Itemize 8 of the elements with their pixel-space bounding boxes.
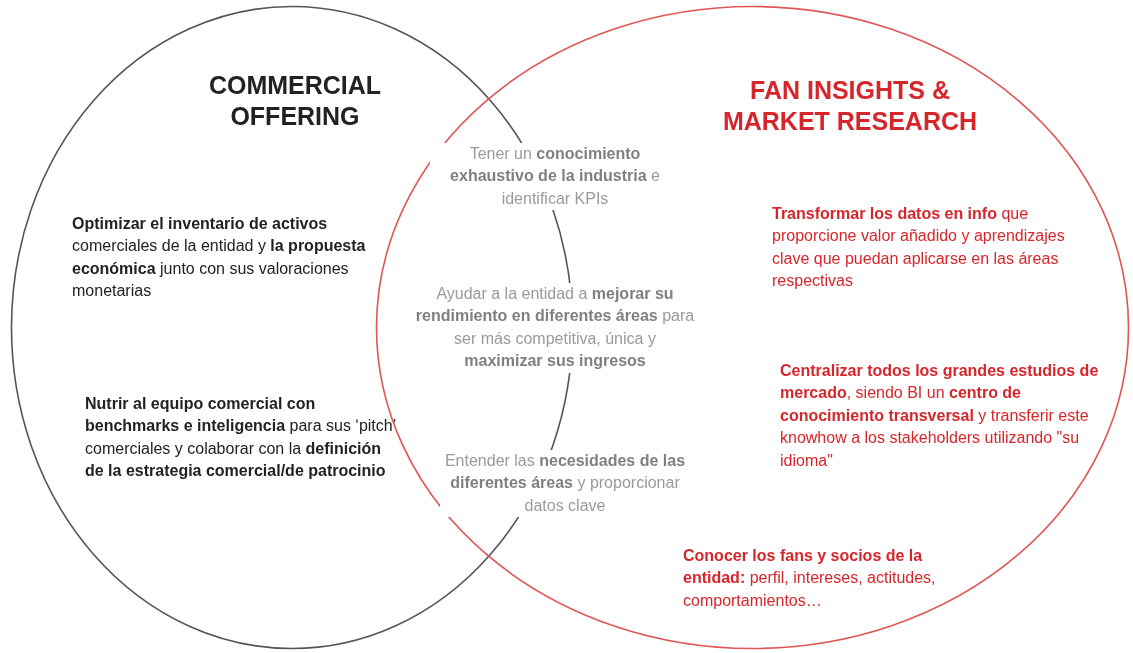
description-text: Transformar los datos en info que proporcione valor añadido y aprendizajes clave que puedan aplicarse en las áreas respectivas <box>772 204 1066 292</box>
description-text: Nutrir al equipo comercial con benchmarks e inteligencia para sus ‘pitch’ comerciales y colaborar con la definición de la estrategia comercial/de patrocinio <box>85 394 397 482</box>
circle-heading: FAN INSIGHTS & MARKET RESEARCH <box>721 75 979 138</box>
circle-heading: COMMERCIAL OFFERING <box>207 70 383 133</box>
description-text: Centralizar todos los grandes estudios de mercado, siendo BI un centro de conocimiento transversal y transferir este knowhow a los stakeholders utilizando "su idioma" <box>780 361 1100 471</box>
description-text: Optimizar el inventario de activos comerciales de la entidad y la propuesta económica junto con sus valoraciones monetarias <box>72 214 367 302</box>
overlap-text: Ayudar a la entidad a mejorar su rendimiento en diferentes áreas para ser más competitiva, única y maximizar sus ingresos <box>415 283 695 373</box>
description-text: Conocer los fans y socios de la entidad: perfil, intereses, actitudes, comportamientos… <box>683 546 937 611</box>
